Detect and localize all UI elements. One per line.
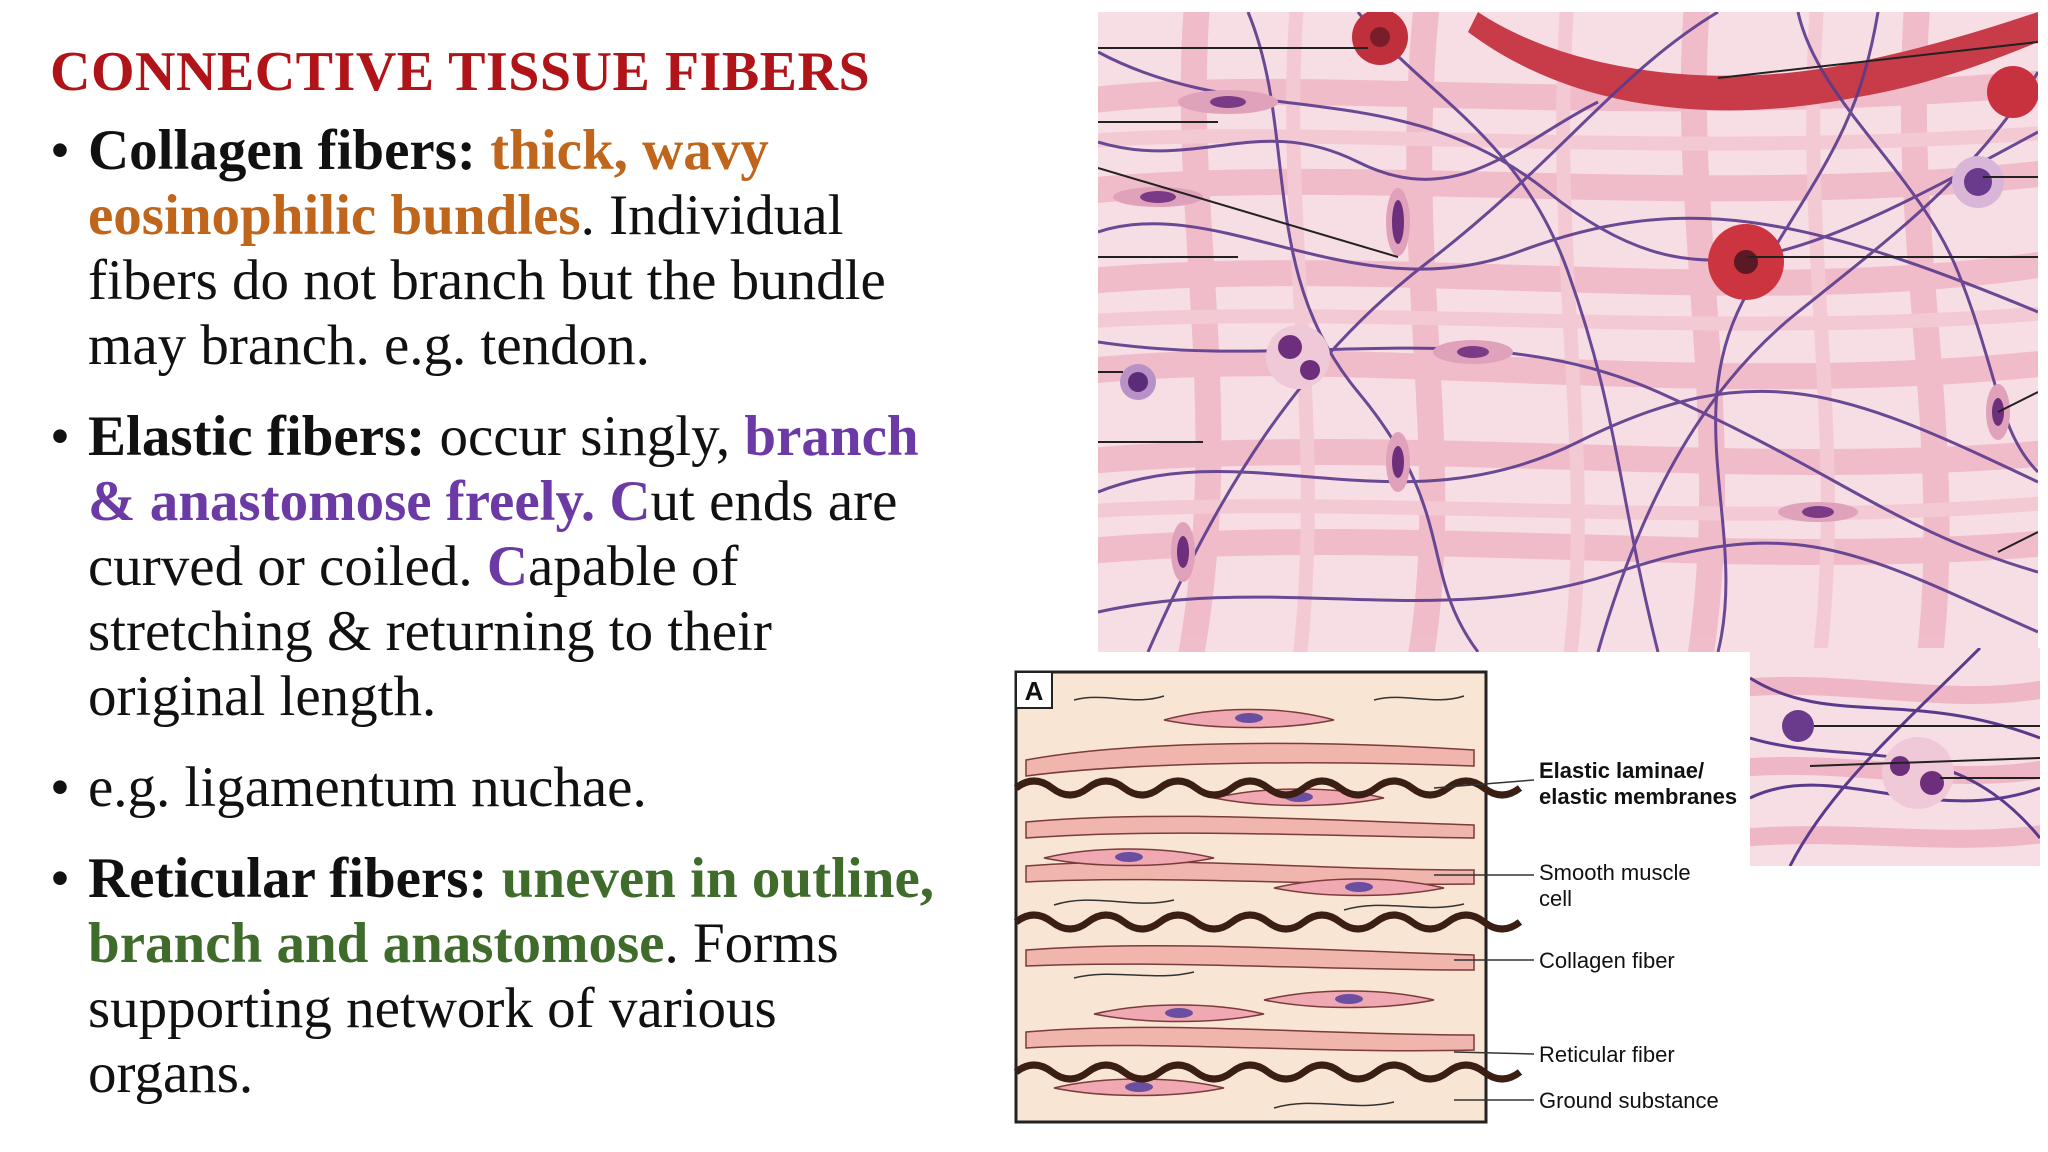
fibroblast-nuclei [1113, 90, 2010, 582]
bullet-ligamentum: e.g. ligamentum nuchae. [50, 755, 950, 820]
term-elastic: Elastic fibers: [88, 405, 426, 468]
panel-label-box [1015, 671, 1053, 709]
ligamentum-text: e.g. ligamentum nuchae. [88, 756, 647, 819]
elastic-laminae [1014, 777, 1523, 1083]
elastic-highlight: branch & anastomose freely. C [88, 405, 919, 533]
bullet-reticular: Reticular fibers: uneven in outline, bra… [50, 846, 950, 1106]
blood-vessel [1468, 12, 2038, 111]
term-collagen: Collagen fibers: [88, 119, 476, 182]
reticular-highlight: uneven in outline, branch and anastomose [88, 847, 935, 975]
leukocytes [1120, 156, 2004, 400]
micrograph-leader-lines [1098, 41, 2038, 553]
elastic-text-1: occur singly, [425, 405, 745, 468]
diagram-frame [1014, 670, 1488, 1124]
collagen-highlight: thick, wavy eosinophilic bundles [88, 119, 769, 247]
bullet-collagen: Collagen fibers: thick, wavy eosinophili… [50, 118, 950, 378]
elastic-text-3: apable of stretching & returning to thei… [88, 535, 772, 728]
panel-label: A [1025, 676, 1044, 706]
histology-micrograph [1098, 12, 2038, 652]
connective-tissue-diagram: A [1014, 670, 1737, 1124]
bullet-elastic: Elastic fibers: occur singly, branch & a… [50, 404, 950, 729]
collagen-text: . Individual fibers do not branch but th… [88, 184, 886, 377]
label-reticular-fiber: Reticular fiber [1539, 1042, 1675, 1067]
histology-micrograph-inset [1750, 648, 2040, 866]
diagram-leader-lines [1433, 779, 1535, 1101]
label-smooth-muscle-cell: cell [1539, 886, 1572, 911]
label-ground-substance: Ground substance [1539, 1088, 1719, 1113]
reticular-fibers [1053, 695, 1465, 1109]
term-reticular: Reticular fibers: [88, 847, 488, 910]
label-smooth-muscle: Smooth muscle [1539, 860, 1691, 885]
slide-title: CONNECTIVE TISSUE FIBERS [50, 41, 871, 103]
mast-cells [1352, 12, 2038, 300]
elastic-highlight-2: C [486, 535, 529, 598]
label-collagen-fiber: Collagen fiber [1539, 948, 1675, 973]
collagen-fibers [1025, 742, 1475, 1052]
label-elastic-laminae: Elastic laminae/ [1539, 758, 1704, 783]
bullet-list: Collagen fibers: thick, wavy eosinophili… [50, 118, 950, 1132]
reticular-text: . Forms supporting network of various or… [88, 912, 839, 1105]
label-elastic-membranes: elastic membranes [1539, 784, 1737, 809]
elastic-text-2: ut ends are curved or coiled. [88, 470, 898, 598]
